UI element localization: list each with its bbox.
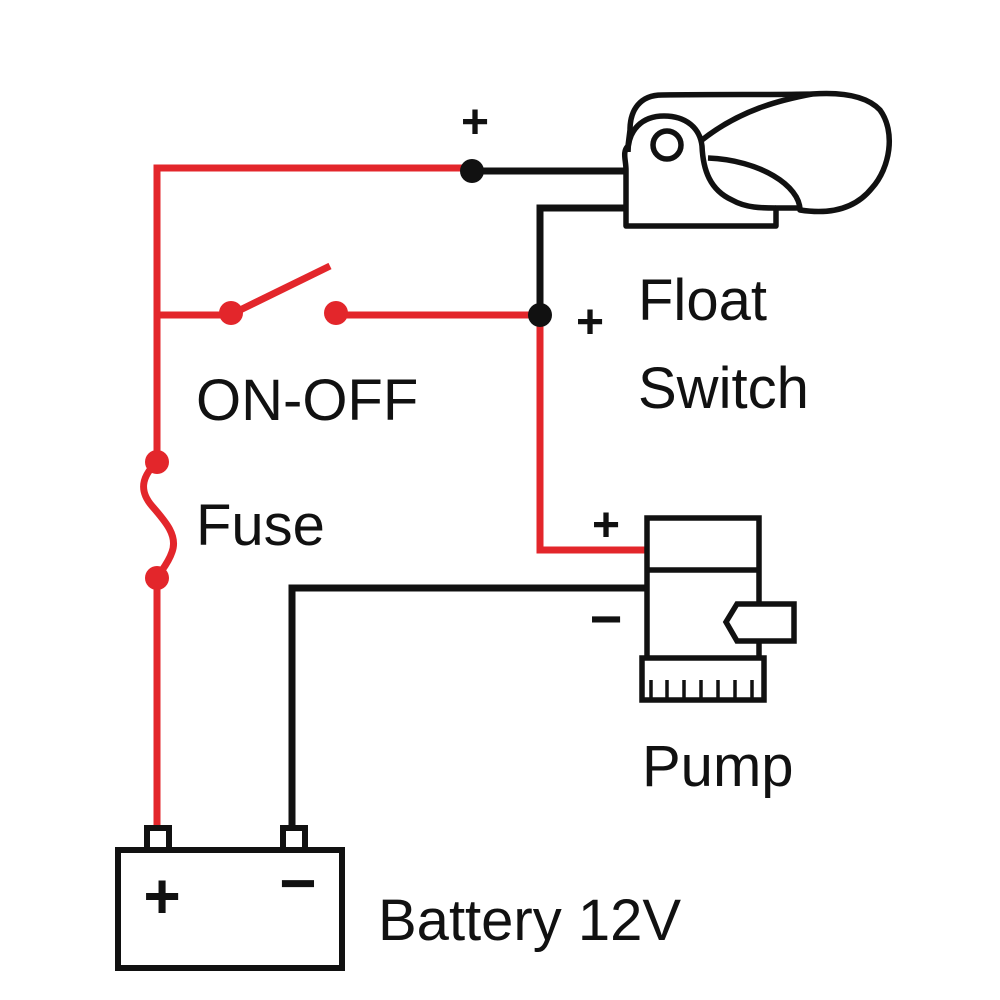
wire-fuse-to-top — [153, 164, 472, 462]
battery-icon — [115, 825, 345, 971]
fuse-label: Fuse — [196, 493, 325, 558]
pump-icon — [639, 515, 797, 703]
switch-contact-left — [219, 301, 243, 325]
fuse-element — [140, 459, 177, 580]
junction-middle — [528, 303, 552, 327]
battery-label: Battery 12V — [378, 888, 681, 953]
pump-label: Pump — [642, 734, 794, 799]
switch-contact-right — [324, 301, 348, 325]
switch-lever — [234, 262, 332, 316]
float-switch-pivot — [650, 128, 684, 162]
fuse-terminal-bottom — [145, 566, 169, 590]
pump-plus: + — [592, 499, 620, 552]
fuse-terminal-top — [145, 450, 169, 474]
battery-minus: − — [279, 847, 316, 919]
positive-wires — [140, 164, 645, 832]
pump-minus: − — [590, 587, 623, 650]
on-off-label: ON-OFF — [196, 368, 418, 433]
float-switch-top-plus: + — [461, 96, 489, 149]
float-switch-label-line2: Switch — [638, 356, 809, 421]
battery-plus: + — [143, 860, 180, 932]
float-switch-label-line1: Float — [638, 268, 767, 333]
wire-junction-to-pump — [536, 315, 645, 554]
float-switch-icon — [621, 90, 893, 229]
negative-wires — [288, 167, 645, 832]
wire-pump-neg-to-battery — [288, 584, 645, 832]
float-switch-side-plus: + — [576, 296, 604, 349]
wire-float-to-junction — [536, 204, 628, 315]
junction-top — [460, 159, 484, 183]
